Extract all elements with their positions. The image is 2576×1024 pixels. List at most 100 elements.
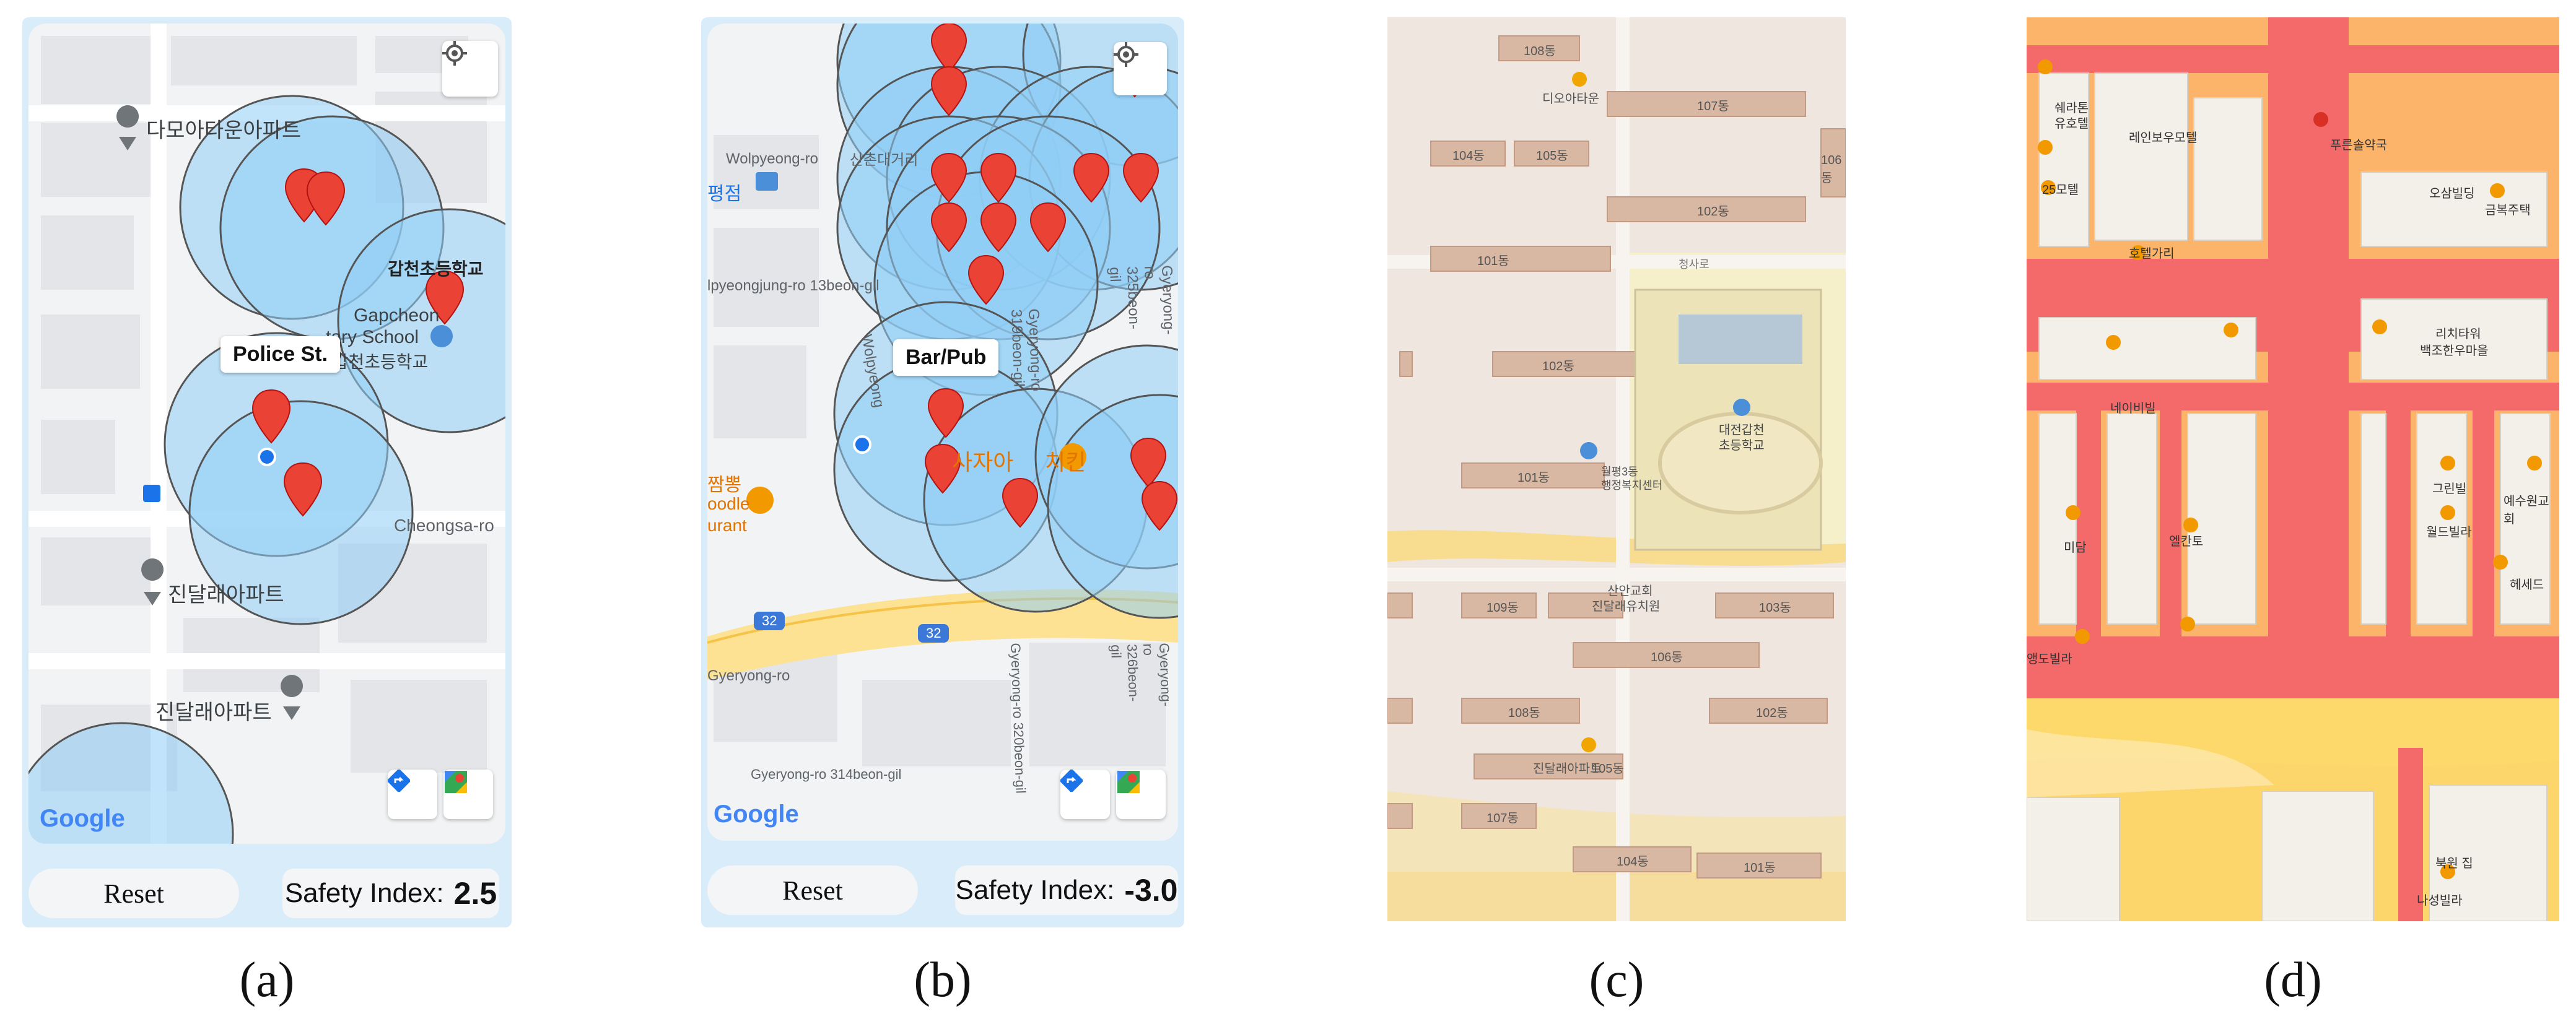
google-logo: Google — [40, 805, 125, 832]
d-label-0: 쉐라톤 — [2054, 102, 2089, 115]
phone-frame-a: 다모아타운아파트 갑천초등학교 Gapcheon tary School 전갑천… — [22, 17, 512, 927]
d-label-10: 네이비빌 — [2110, 402, 2156, 415]
map-a[interactable]: 다모아타운아파트 갑천초등학교 Gapcheon tary School 전갑천… — [28, 24, 505, 844]
route-shield-2: 32 — [926, 625, 941, 641]
c-label-4: 105동 — [1536, 149, 1568, 163]
c-label-22: 진달래아파트 — [1533, 762, 1602, 776]
c-label-8: 청사로 — [1679, 258, 1709, 271]
c-label-25: 104동 — [1617, 855, 1649, 869]
c-label-20: 108동 — [1508, 706, 1540, 720]
c-label-3: 104동 — [1452, 149, 1485, 163]
d-label-9: 백조한우마을 — [2420, 344, 2489, 358]
map-label-apartment-2: 진달래아파트 — [168, 583, 284, 607]
panel-b: Wolpyeong-ro 평점 산촌대거리 lpyeongjung-ro 13b… — [701, 17, 1184, 1007]
c-label-21: 102동 — [1756, 706, 1788, 720]
directions-icon — [388, 770, 410, 792]
safety-index-display: Safety Index: 2.5 — [282, 869, 499, 918]
caption-b: (b) — [914, 953, 972, 1007]
d-label-17: 앵도빌라 — [2027, 653, 2072, 666]
map-label-street-3: Gyeryong-ro 319beon-gil — [1008, 308, 1045, 392]
c-label-5: 106동 — [1821, 154, 1842, 185]
d-label-4: 25모텔 — [2042, 183, 2079, 197]
open-maps-button[interactable] — [1116, 770, 1166, 819]
d-label-6: 금복주택 — [2485, 204, 2531, 217]
safety-index-value: -3.0 — [1124, 873, 1178, 908]
d-label-14: 엘칸토 — [2169, 535, 2204, 549]
map-b[interactable]: Wolpyeong-ro 평점 산촌대거리 lpyeongjung-ro 13b… — [707, 24, 1178, 841]
c-label-11: 초등학교 — [1719, 439, 1765, 453]
map-label-street-1: lpyeongjung-ro 13beon-gil — [707, 277, 880, 294]
panel-d: 쉐라톤 유호텔 레인보우모텔 푸른솔약국 25모텔 오삼빌딩 금복주택 호텔가리… — [2027, 17, 2559, 1007]
safety-index-value: 2.5 — [453, 876, 497, 911]
reset-button[interactable]: Reset — [28, 869, 239, 918]
c-label-0: 108동 — [1524, 45, 1556, 58]
route-shield-1: 32 — [762, 613, 777, 628]
reset-button[interactable]: Reset — [707, 866, 918, 915]
map-label-street: Cheongsa-ro — [394, 516, 494, 535]
map-label-store: 평점 — [707, 184, 742, 204]
map-label-chicken: 치킨 — [1045, 449, 1086, 475]
google-maps-icon — [445, 771, 467, 793]
heatmap-d: 쉐라톤 유호텔 레인보우모텔 푸른솔약국 25모텔 오삼빌딩 금복주택 호텔가리… — [2027, 17, 2559, 921]
map-label-street-5: Gyeryong-ro 314beon-gil — [751, 766, 902, 782]
panel-c: 108동 디오아타운 107동 104동 105동 106동 102동 101동… — [1387, 17, 1846, 1007]
map-label-urant: urant — [707, 516, 747, 535]
marker-callout: Police St. — [220, 336, 341, 373]
caption-a: (a) — [239, 953, 295, 1007]
d-label-18: 북원 집 — [2435, 857, 2473, 870]
open-maps-button[interactable] — [443, 770, 493, 819]
d-label-15: 월드빌라 — [2426, 526, 2472, 539]
c-label-6: 102동 — [1697, 205, 1729, 219]
map-label-jjambbong: 짬뽕 — [707, 475, 742, 495]
d-label-2: 레인보우모텔 — [2129, 131, 2198, 145]
map-label-street-7: Gyeryong-ro 326beon-gil — [1108, 643, 1174, 707]
map-b-graphics — [707, 24, 1178, 766]
d-label-5: 오삼빌딩 — [2429, 187, 2475, 201]
d-label-12: 예수원교회 — [2504, 495, 2549, 526]
c-label-17: 109동 — [1487, 601, 1519, 615]
my-location-button[interactable] — [442, 41, 498, 97]
google-logo: Google — [714, 801, 799, 828]
c-label-1: 디오아타운 — [1542, 92, 1599, 106]
caption-d: (d) — [2264, 953, 2322, 1007]
safety-index-label: Safety Index: — [284, 878, 444, 908]
c-label-23: 105동 — [1592, 762, 1624, 776]
d-label-1: 유호텔 — [2054, 117, 2089, 131]
heatmap-c: 108동 디오아타운 107동 104동 105동 106동 102동 101동… — [1387, 17, 1846, 921]
d-label-16: 헤세드 — [2510, 578, 2544, 592]
d-label-19: 나성빌라 — [2417, 894, 2463, 908]
c-label-19: 106동 — [1651, 651, 1683, 664]
marker-callout: Bar/Pub — [893, 339, 999, 376]
c-label-18: 103동 — [1759, 601, 1791, 615]
directions-icon — [1060, 770, 1083, 792]
directions-button[interactable] — [1060, 770, 1110, 819]
map-label-gapcheon: Gapcheon — [354, 305, 440, 326]
map-label-apartment-3: 진달래아파트 — [155, 701, 272, 724]
caption-c: (c) — [1589, 953, 1644, 1007]
c-label-16: 진달래유치원 — [1592, 600, 1661, 614]
d-label-3: 푸른솔약국 — [2330, 139, 2387, 152]
heatmap-d-graphics — [2027, 17, 2559, 921]
d-label-13: 미담 — [2064, 541, 2087, 555]
directions-button[interactable] — [388, 770, 437, 819]
my-location-button[interactable] — [1114, 42, 1167, 95]
crosshair-icon — [442, 41, 467, 66]
map-a-graphics — [28, 24, 505, 844]
map-label-school-en: tary School — [326, 327, 419, 347]
crosshair-icon — [1114, 42, 1138, 67]
map-label-apartment-1: 다모아타운아파트 — [146, 119, 302, 142]
c-label-12: 101동 — [1517, 471, 1550, 485]
c-label-10: 대전갑천 — [1719, 423, 1765, 437]
safety-index-label: Safety Index: — [955, 875, 1115, 905]
d-label-11: 그린빌 — [2432, 482, 2467, 496]
map-label-wolpyeong-ro: Wolpyeong-ro — [726, 150, 818, 167]
d-label-8: 리치타워 — [2435, 328, 2481, 341]
c-label-13: 월평3동 — [1601, 466, 1638, 478]
c-label-15: 산안교회 — [1607, 584, 1653, 598]
map-label-noodle: oodle — [707, 494, 750, 513]
google-maps-icon — [1117, 771, 1140, 793]
map-label-school-kr: 갑천초등학교 — [388, 259, 484, 279]
c-label-14: 행정복지센터 — [1601, 479, 1663, 492]
map-label-gyeryong-ro: Gyeryong-ro — [707, 667, 790, 684]
map-label-street-4: Gyeryong-ro 325beon-gil — [1106, 265, 1177, 335]
